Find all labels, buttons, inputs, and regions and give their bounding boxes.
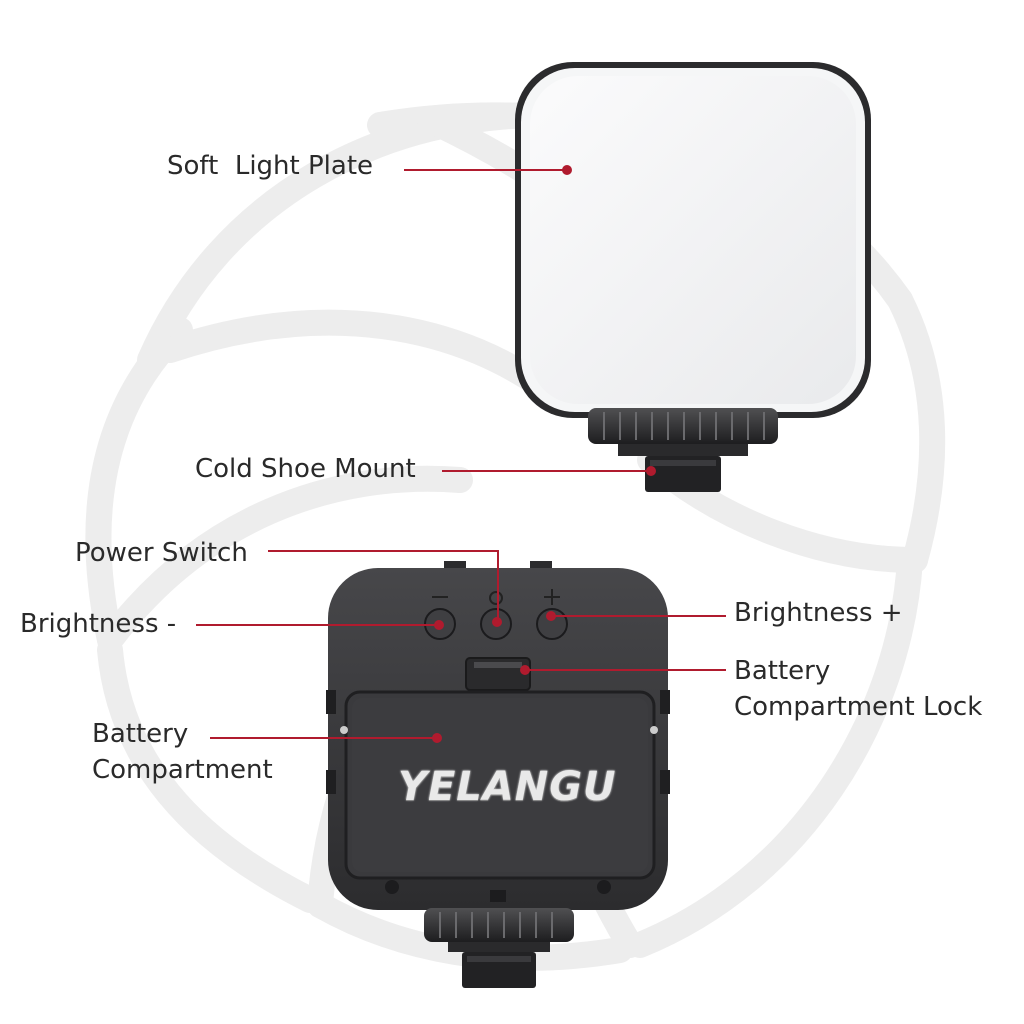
brightness-plus-label: Brightness +	[734, 598, 903, 628]
brand-logo: YELANGU	[398, 764, 617, 810]
power-switch-label: Power Switch	[75, 538, 248, 568]
battery-compartment-label: Battery Compartment	[92, 719, 273, 785]
battery-compartment-lock-label: Battery Compartment Lock	[734, 656, 983, 722]
soft-light-plate-label: Soft Light Plate	[167, 151, 374, 181]
brightness-minus-label: Brightness -	[20, 609, 177, 639]
cold-shoe-mount-label: Cold Shoe Mount	[195, 454, 416, 484]
